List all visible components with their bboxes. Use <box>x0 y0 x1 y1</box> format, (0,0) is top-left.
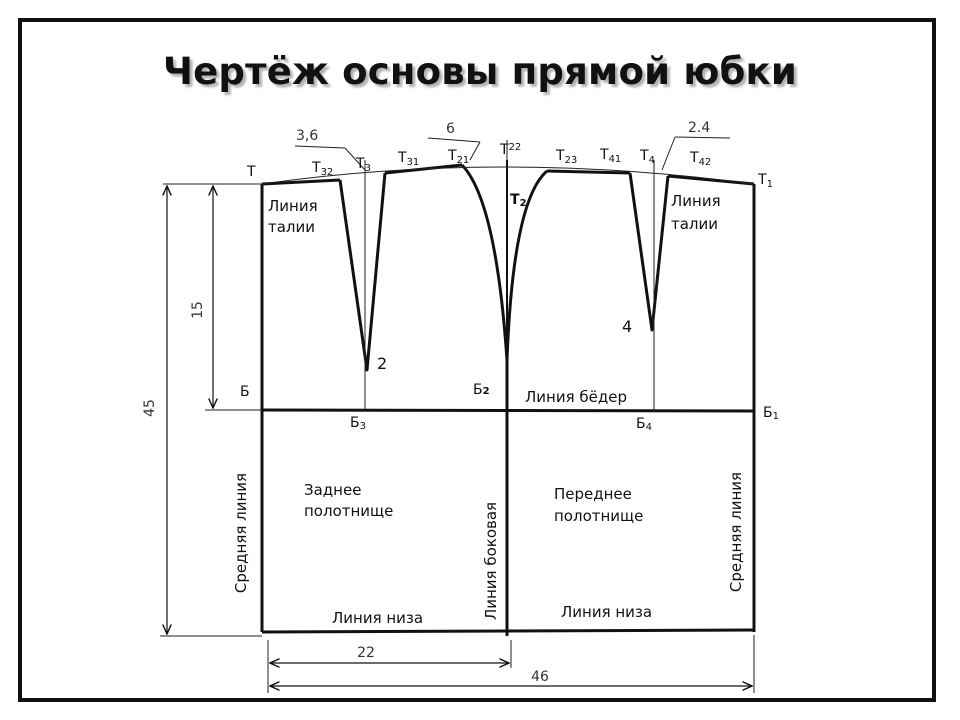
point-T23: Т23 <box>555 148 577 166</box>
guide-lines <box>160 136 755 693</box>
point-B: Б <box>240 384 250 400</box>
back-panel-label-1: Заднее <box>304 481 361 499</box>
slide-frame <box>18 18 936 702</box>
back-dart <box>338 172 387 372</box>
point-B2: Б2 <box>473 382 490 398</box>
point-T32: Т32 <box>311 160 333 178</box>
point-T42: Т42 <box>689 150 711 168</box>
point-T1: Т1 <box>757 172 773 190</box>
point-T31: Т31 <box>397 150 419 168</box>
dim-side: 6 <box>446 121 455 137</box>
hem-line-label-right: Линия низа <box>561 603 652 621</box>
front-panel-label-2: полотнище <box>554 507 643 525</box>
dim-dart-front: 2.4 <box>688 120 710 136</box>
point-B4: Б4 <box>636 416 652 433</box>
point-B1: Б1 <box>763 405 779 422</box>
side-line-label: Линия боковая <box>482 502 500 620</box>
dim-dart-back: 3,6 <box>296 128 318 144</box>
point-T3: Т3 <box>355 156 371 174</box>
dim-half-width-back: 22 <box>357 645 375 661</box>
point-B3: Б3 <box>350 415 366 432</box>
waist-line-front-end <box>667 174 755 186</box>
back-side-curve <box>460 163 509 410</box>
waist-arc <box>261 166 755 185</box>
front-panel-label-1: Переднее <box>554 485 632 503</box>
point-T22: Т22 <box>499 142 521 158</box>
hem-line-label-left: Линия низа <box>332 609 423 627</box>
dim-half-width-total: 46 <box>531 669 549 685</box>
point-T: Т <box>246 164 256 180</box>
middle-line-label-right: Средняя линия <box>727 472 745 592</box>
dim-hip-depth: 15 <box>190 301 206 319</box>
dart-front-number: 4 <box>622 317 632 336</box>
waist-line-front <box>546 169 631 175</box>
pattern-outline <box>260 160 756 636</box>
point-T41: Т41 <box>599 147 621 165</box>
dim-length: 45 <box>142 399 158 417</box>
middle-line-label-left: Средняя линия <box>232 473 250 593</box>
dimension-lines <box>167 186 752 686</box>
point-T21: Т21 <box>447 148 469 166</box>
waist-label-left-2: талии <box>268 218 315 236</box>
point-T4: Т4 <box>639 148 655 166</box>
waist-label-right-1: Линия <box>671 192 721 210</box>
front-dart <box>628 172 670 332</box>
dart-back-number: 2 <box>377 354 387 373</box>
slide-title: Чертёж основы прямой юбки <box>163 50 797 93</box>
hip-line-label: Линия бёдер <box>525 388 627 406</box>
waist-line-back <box>261 178 341 186</box>
point-T2: Т2 <box>510 192 527 209</box>
waist-label-right-2: талии <box>671 215 718 233</box>
back-panel-label-2: полотнище <box>304 502 393 520</box>
waist-label-left-1: Линия <box>268 197 318 215</box>
front-side-curve <box>505 169 548 361</box>
